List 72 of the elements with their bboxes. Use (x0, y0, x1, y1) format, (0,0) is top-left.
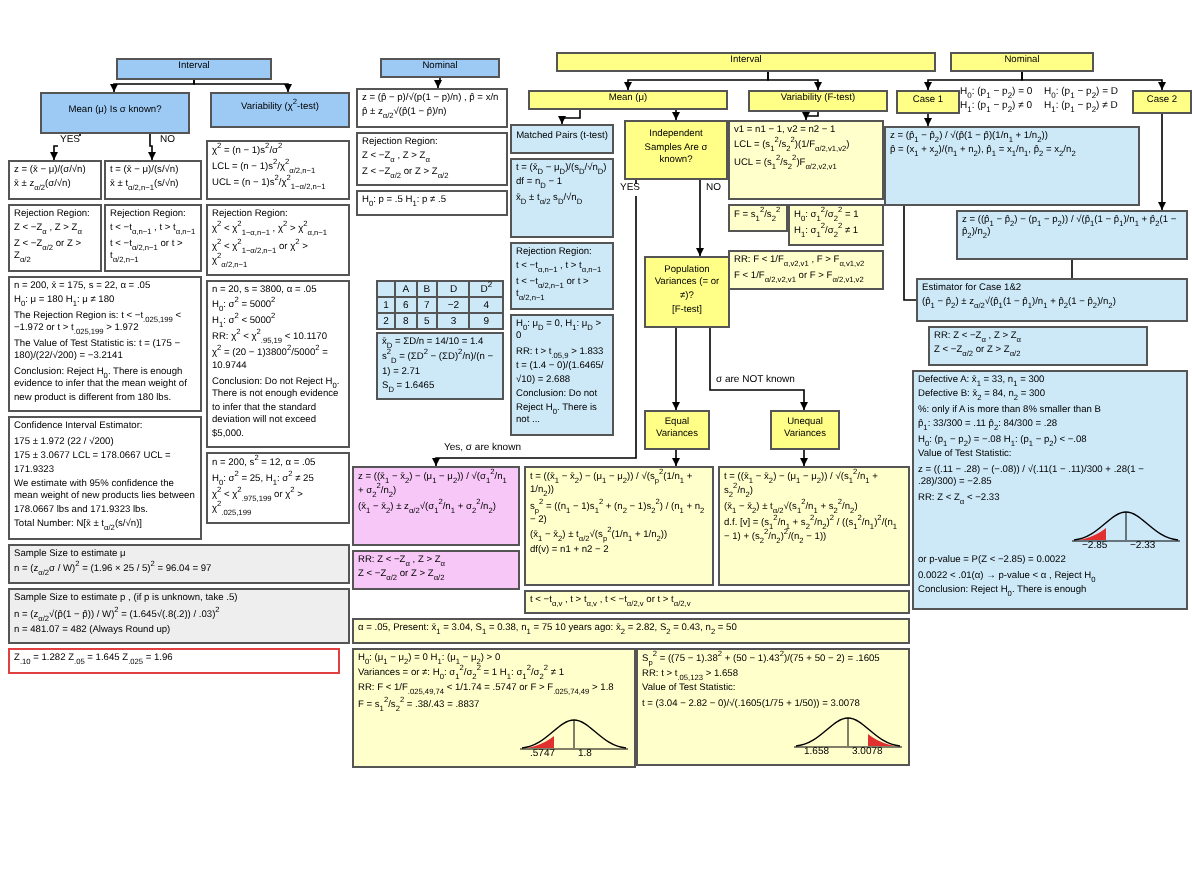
arrow (767, 71, 822, 91)
arrow (672, 327, 680, 411)
formula-box (728, 250, 884, 291)
arrow (148, 133, 156, 161)
formula-box (352, 618, 910, 644)
formula-box (104, 204, 202, 272)
formula-box (206, 204, 350, 276)
connector-line (1071, 259, 1073, 279)
connector-line (903, 205, 917, 301)
arrow (672, 449, 680, 467)
category-box (748, 90, 888, 112)
arrow (802, 111, 819, 121)
arrow (709, 327, 808, 411)
formula-box (718, 466, 910, 586)
formula-box (884, 126, 1140, 206)
formula-box (928, 326, 1148, 366)
arrow (696, 179, 704, 257)
category-box (116, 58, 272, 80)
arrow (1158, 113, 1166, 211)
formula-box (8, 204, 102, 272)
category-box (40, 92, 190, 134)
formula-box (912, 369, 1188, 610)
category-box (896, 90, 960, 114)
arrow (800, 449, 808, 467)
formula-box (352, 550, 520, 590)
formula-box (8, 416, 202, 540)
formula-box (510, 158, 614, 238)
category-box (380, 58, 500, 78)
arrow (924, 113, 932, 127)
formula-box (788, 204, 884, 247)
formula-box (510, 242, 614, 310)
arrow (434, 77, 442, 89)
formula-box (356, 190, 508, 216)
category-box (644, 256, 730, 328)
category-box (644, 410, 710, 450)
formula-box (728, 120, 884, 200)
formula-box (104, 160, 202, 200)
category-box (556, 52, 936, 72)
formula-box (524, 466, 714, 586)
formula-box (956, 210, 1188, 260)
formula-box (206, 279, 350, 449)
formula-box (916, 278, 1188, 322)
formula-box (352, 647, 636, 768)
arrow (193, 79, 292, 93)
arrow (50, 133, 81, 161)
formula-box (206, 452, 350, 525)
formula-box (8, 543, 350, 585)
formula-box (8, 588, 350, 645)
formula-box (728, 204, 788, 232)
formula-box (356, 88, 508, 128)
formula-box (352, 466, 520, 546)
category-box (950, 52, 1094, 72)
formula-box (376, 332, 504, 401)
formula-box (524, 590, 910, 615)
arrow (672, 109, 680, 121)
formula-box (8, 275, 202, 413)
arrow (1021, 71, 1166, 91)
formula-box (636, 647, 910, 767)
formula-box (510, 313, 614, 436)
formula-box (8, 648, 340, 674)
category-box (510, 124, 614, 154)
category-box (528, 90, 728, 110)
category-box (624, 120, 728, 180)
arrow (558, 109, 581, 125)
category-box (770, 410, 840, 450)
category-box (1132, 90, 1192, 114)
formula-box (8, 160, 102, 200)
formula-box (206, 140, 350, 200)
formula-box (356, 132, 508, 187)
category-box (210, 92, 350, 128)
arrow (110, 79, 195, 93)
arrow (432, 179, 637, 467)
